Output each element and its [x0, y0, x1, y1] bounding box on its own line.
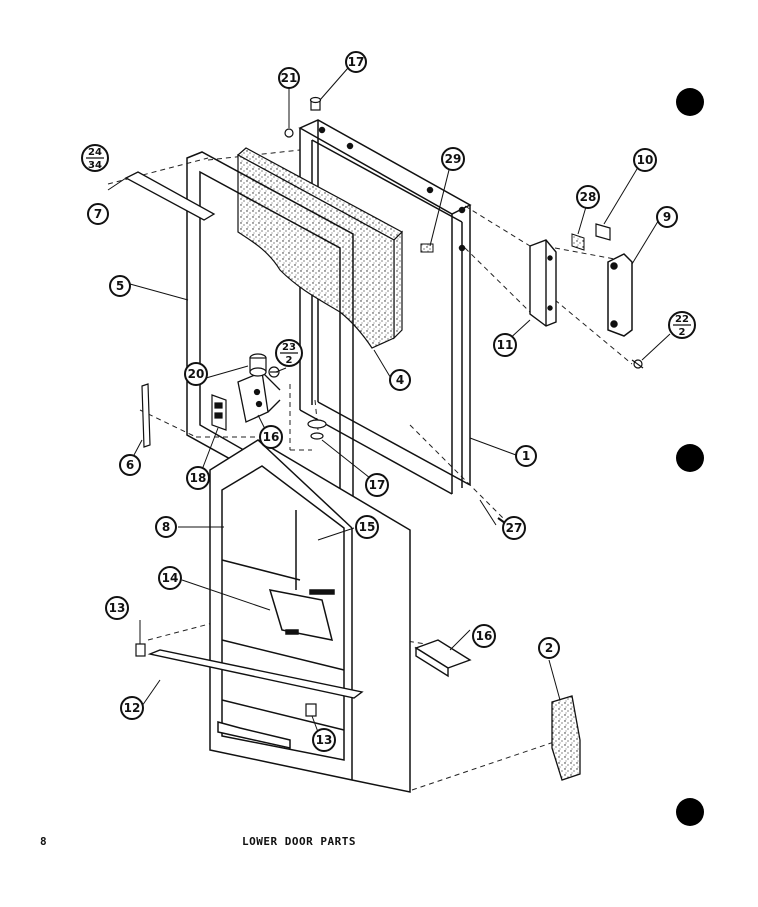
- callout-21: 21: [278, 67, 300, 89]
- callout-13-right: 13: [312, 728, 336, 752]
- callout-22-2: 22 2: [668, 311, 696, 339]
- svg-text:2: 2: [545, 641, 553, 655]
- binder-hole-bottom: [676, 798, 704, 826]
- svg-text:16: 16: [263, 430, 280, 444]
- callout-16-tray: 16: [472, 624, 496, 648]
- svg-text:5: 5: [116, 279, 124, 293]
- callout-28: 28: [576, 185, 600, 209]
- callout-12: 12: [120, 696, 144, 720]
- part-clip-left: [135, 643, 146, 657]
- svg-text:23: 23: [282, 342, 296, 353]
- callout-9: 9: [656, 206, 678, 228]
- callout-1: 1: [515, 445, 537, 467]
- part-handle-cap: [595, 223, 611, 241]
- part-dispenser-tray: [414, 639, 472, 678]
- part-side-panel: [551, 695, 581, 781]
- part-lower-bushing: [307, 419, 327, 440]
- leader-22-2: [641, 333, 671, 361]
- callout-8: 8: [155, 516, 177, 538]
- callout-5: 5: [109, 275, 131, 297]
- part-bushing: [249, 353, 267, 377]
- part-handle-screw: [631, 359, 644, 369]
- svg-text:13: 13: [109, 601, 126, 615]
- svg-text:27: 27: [506, 521, 523, 535]
- svg-text:7: 7: [94, 207, 102, 221]
- part-hinge-bracket: [237, 371, 281, 423]
- svg-text:18: 18: [190, 471, 207, 485]
- svg-text:29: 29: [445, 152, 462, 166]
- svg-text:14: 14: [162, 571, 179, 585]
- part-top-washer: [284, 128, 294, 138]
- part-screw-hinge: [268, 366, 280, 378]
- svg-text:8: 8: [162, 520, 170, 534]
- part-top-bushing: [309, 96, 322, 111]
- svg-text:17: 17: [348, 55, 365, 69]
- svg-text:20: 20: [188, 367, 205, 381]
- binder-hole-top: [676, 88, 704, 116]
- callout-24-34: 24 34: [81, 144, 109, 172]
- svg-text:21: 21: [281, 71, 298, 85]
- callout-17-top: 17: [345, 51, 367, 73]
- callout-6: 6: [119, 454, 141, 476]
- callout-10: 10: [633, 148, 657, 172]
- part-handle-insert: [571, 233, 585, 251]
- svg-text:11: 11: [497, 338, 514, 352]
- part-hinge-plate: [211, 394, 227, 431]
- binder-hole-middle: [676, 444, 704, 472]
- page-title: LOWER DOOR PARTS: [242, 835, 356, 848]
- svg-text:1: 1: [522, 449, 530, 463]
- callout-11: 11: [493, 333, 517, 357]
- part-handle: [607, 253, 633, 337]
- svg-text:2: 2: [286, 355, 293, 366]
- part-clip-right: [305, 703, 317, 717]
- callout-2: 2: [538, 637, 560, 659]
- svg-text:17: 17: [369, 478, 386, 492]
- callout-29: 29: [441, 147, 465, 171]
- svg-text:28: 28: [580, 190, 597, 204]
- callout-23-2: 23 2: [275, 339, 303, 367]
- svg-text:15: 15: [359, 520, 376, 534]
- callout-18: 18: [186, 466, 210, 490]
- svg-text:12: 12: [124, 701, 141, 715]
- svg-text:4: 4: [396, 373, 404, 387]
- callout-17-bottom: 17: [365, 473, 389, 497]
- callout-15: 15: [355, 515, 379, 539]
- part-side-strip: [141, 383, 151, 448]
- svg-text:10: 10: [637, 153, 654, 167]
- part-clip: [420, 243, 434, 253]
- svg-text:2: 2: [679, 327, 686, 338]
- callout-27: 27: [502, 516, 526, 540]
- callout-7: 7: [87, 203, 109, 225]
- callout-14: 14: [158, 566, 182, 590]
- callout-16-hinge: 16: [259, 425, 283, 449]
- part-top-strip: [124, 171, 216, 221]
- svg-text:24: 24: [88, 147, 102, 158]
- svg-text:13: 13: [316, 733, 333, 747]
- callout-leaders: [107, 67, 661, 733]
- part-insulation: [236, 147, 403, 349]
- part-bottom-strip: [147, 649, 364, 699]
- callout-13-left: 13: [105, 596, 129, 620]
- callout-20: 20: [184, 362, 208, 386]
- svg-text:16: 16: [476, 629, 493, 643]
- page-number: 8: [40, 835, 48, 848]
- svg-text:6: 6: [126, 458, 134, 472]
- svg-text:9: 9: [663, 210, 671, 224]
- svg-text:22: 22: [675, 314, 689, 325]
- callout-4: 4: [389, 369, 411, 391]
- svg-text:34: 34: [88, 160, 102, 171]
- part-handle-base: [529, 239, 557, 327]
